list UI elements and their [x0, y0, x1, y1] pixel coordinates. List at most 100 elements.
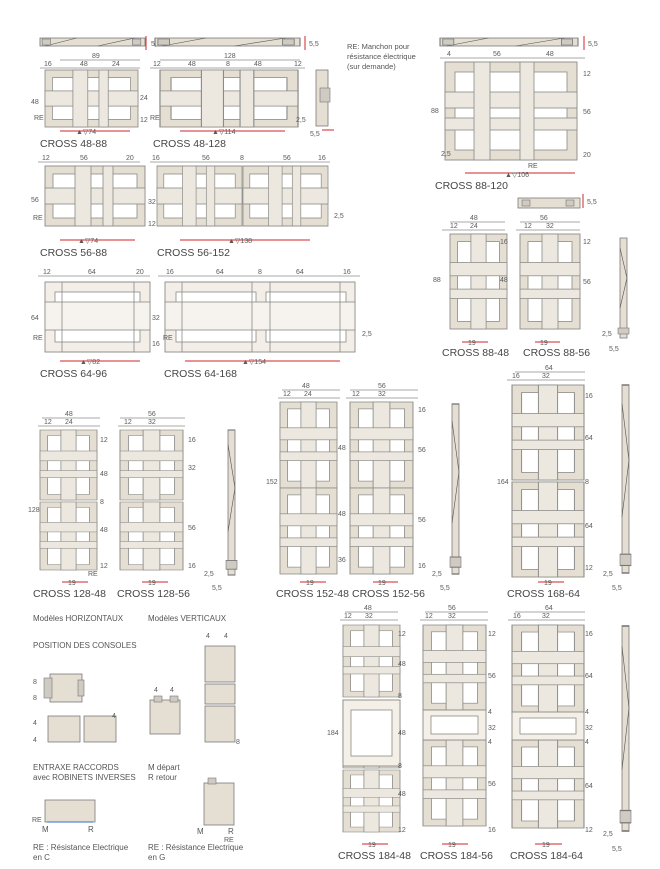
- legend-m-depart: M départ: [148, 763, 180, 772]
- dim-label: 8: [585, 479, 589, 486]
- legend-entraxe-1: ENTRAXE RACCORDS: [33, 763, 119, 772]
- dim-label: 12: [42, 155, 50, 162]
- dim-label: 19: [368, 842, 376, 849]
- dim-label: 19: [542, 842, 550, 849]
- dim-label: 19: [544, 580, 552, 587]
- dim-label: 5,5: [587, 199, 597, 206]
- model-label: CROSS 56-152: [157, 247, 230, 259]
- dim-label: 32: [546, 223, 554, 230]
- dim-label: 16: [188, 563, 196, 570]
- dim-label: 4: [447, 51, 451, 58]
- radiator-cross-48-128: RE 2,5 ▲▽114 CROSS 48-128: [150, 69, 306, 150]
- dim-label: 16: [500, 239, 508, 246]
- dim-label: 5,5: [588, 41, 598, 48]
- dim-label: 12: [583, 71, 591, 78]
- side-view-48: 5,5: [310, 69, 334, 138]
- dim-label: 20: [583, 152, 591, 159]
- dim-label: 12: [352, 391, 360, 398]
- radiator-cross-184-48: 184 12 48 8 48 8 48 12 19 CROSS 184-48: [327, 624, 411, 862]
- re-label: RE: [163, 335, 173, 342]
- side-view-184: 2,5 5,5: [603, 625, 632, 853]
- note-line-1: RE: Manchon pour: [347, 42, 410, 51]
- legend-re-g-1: RE : Résistance Electrique: [148, 843, 244, 852]
- model-label: CROSS 88-48: [442, 347, 509, 359]
- dim-label: 4: [112, 713, 116, 720]
- dim-label: 48: [398, 661, 406, 668]
- dim-label: 5,5: [309, 41, 319, 48]
- dim-label: 56: [418, 447, 426, 454]
- dim-label: 24: [140, 95, 148, 102]
- dim-label: 20: [126, 155, 134, 162]
- side-view-88: 2,5 5,5: [602, 237, 630, 353]
- dim-label: 48: [398, 791, 406, 798]
- dim-label: 88: [431, 108, 439, 115]
- radiator-cross-88-120: 5,5 4 56 48 88 12 56 20 2,5 RE ▲▽106 CRO…: [431, 36, 598, 192]
- model-label: CROSS 56-88: [40, 247, 107, 259]
- dim-label: 32: [585, 725, 593, 732]
- top-view-88: 5,5: [517, 194, 597, 209]
- dim-label: 8: [100, 499, 104, 506]
- model-label: CROSS 184-64: [510, 850, 583, 862]
- dim-label: 19: [148, 580, 156, 587]
- radiator-cross-168-64: 164 16 64 8 64 12 19 CROSS 168-64: [497, 384, 593, 600]
- dim-label: 164: [497, 479, 509, 486]
- dim-label: 48: [364, 605, 372, 612]
- dim-label: 20: [136, 269, 144, 276]
- radiator-cross-64-96: 64 RE ▲▽82 CROSS 64-96: [31, 281, 151, 380]
- dim-label: 56: [202, 155, 210, 162]
- dim-label: ▲▽114: [212, 129, 236, 136]
- note-line-3: (sur demande): [347, 62, 396, 71]
- model-label: CROSS 64-96: [40, 368, 107, 380]
- dim-label: 16: [188, 437, 196, 444]
- re-label: RE: [32, 817, 42, 824]
- dim-label: 56: [493, 51, 501, 58]
- dim-label: 16: [488, 827, 496, 834]
- dim-label: 32: [488, 725, 496, 732]
- dim-label: 2,5: [441, 151, 451, 158]
- dim-label: 16: [166, 269, 174, 276]
- dim-label: 89: [92, 53, 100, 60]
- dim-label: 16: [585, 631, 593, 638]
- dim-label: 12: [344, 613, 352, 620]
- top-view-48-88: 5,5: [39, 36, 161, 50]
- radiator-cross-128-56: 16 32 56 16 19 CROSS 128-56: [117, 429, 196, 600]
- legend-consoles: POSITION DES CONSOLES: [33, 641, 137, 650]
- dim-label: 4: [224, 633, 228, 640]
- side-view-128: 2,5 5,5: [204, 429, 238, 592]
- dim-label: 16: [418, 407, 426, 414]
- dim-label: 12: [488, 631, 496, 638]
- dim-label: 16: [318, 155, 326, 162]
- model-label: CROSS 48-128: [153, 138, 226, 150]
- dim-label: 32: [448, 613, 456, 620]
- dim-label: ▲▽74: [78, 238, 98, 245]
- dim-label: 19: [540, 340, 548, 347]
- dim-label: 2,5: [432, 571, 442, 578]
- model-label: CROSS 64-168: [164, 368, 237, 380]
- dim-label: 4: [170, 687, 174, 694]
- dim-label: 128: [28, 507, 40, 514]
- re-label: RE: [224, 837, 234, 844]
- dim-label: 2,5: [334, 213, 344, 220]
- header-note: RE: Manchon pour résistance électrique (…: [347, 42, 416, 71]
- dim-label: ▲▽106: [505, 172, 529, 179]
- dim-label: 5,5: [609, 346, 619, 353]
- radiator-cross-48-88: 48 24 12 RE ▲▽74 CROSS 48-88: [31, 69, 148, 150]
- dim-label: 64: [585, 783, 593, 790]
- dim-label: 12: [585, 827, 593, 834]
- dim-label: 4: [33, 737, 37, 744]
- dim-label: 19: [448, 842, 456, 849]
- radiator-cross-184-56: 12 56 4 32 4 56 16 19 CROSS 184-56: [420, 624, 496, 862]
- dim-label: 64: [88, 269, 96, 276]
- legend-horizontal: Modèles HORIZONTAUX: [33, 614, 124, 623]
- model-label: CROSS 128-48: [33, 588, 106, 600]
- dim-label: 12: [100, 563, 108, 570]
- dim-label: 128: [224, 53, 236, 60]
- dim-label: 12: [153, 61, 161, 68]
- dim-label: 64: [585, 435, 593, 442]
- dim-label: 12: [425, 613, 433, 620]
- dim-label: 64: [545, 365, 553, 372]
- model-label: CROSS 152-56: [352, 588, 425, 600]
- dim-label: 8: [240, 155, 244, 162]
- dim-label: 64: [31, 315, 39, 322]
